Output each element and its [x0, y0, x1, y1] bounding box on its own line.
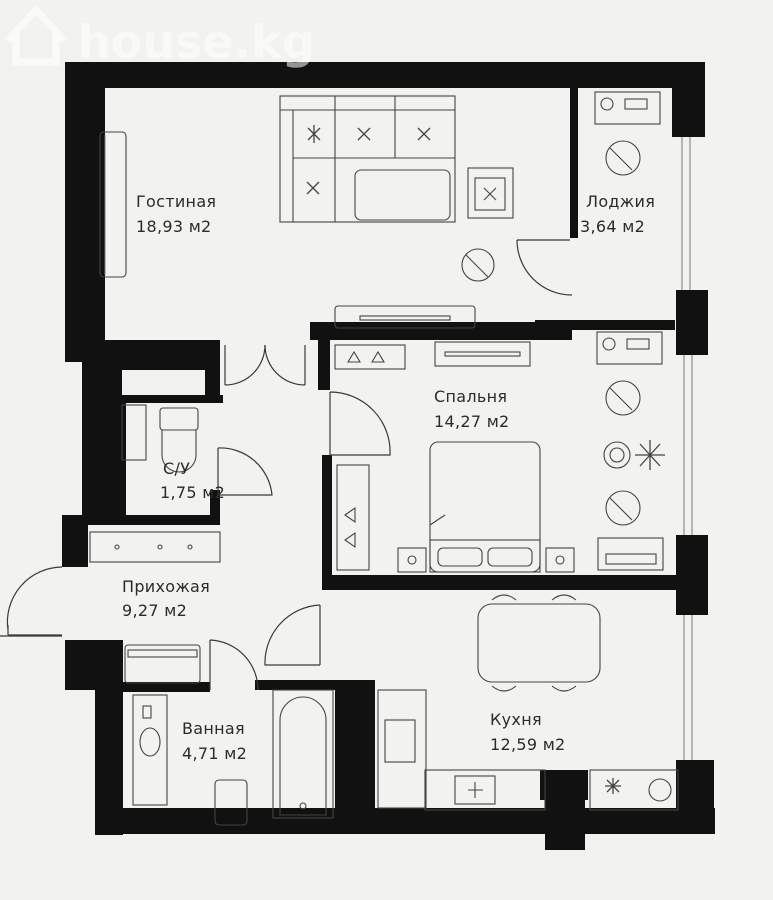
- watermark-text: house.kg: [78, 15, 315, 69]
- plant: [635, 440, 665, 470]
- wc-sink: [121, 404, 147, 461]
- toilet: [161, 430, 197, 473]
- room-name-living: Гостиная: [136, 192, 216, 211]
- radiator: [99, 131, 127, 278]
- bathtub: [272, 689, 334, 819]
- coffee-table: [354, 169, 451, 221]
- dining-table: [477, 603, 601, 683]
- kitchen-counter-left: [377, 689, 427, 809]
- room-area-living: 18,93 м2: [136, 217, 212, 236]
- furniture: [89, 91, 679, 826]
- house-icon: [5, 4, 67, 66]
- room-area-bathroom: 4,71 м2: [182, 744, 247, 763]
- room-labels: Гостиная 18,93 м2 Лоджия 3,64 м2 Спальня…: [122, 192, 655, 763]
- bath-sink: [139, 727, 161, 757]
- hall-bench: [124, 644, 201, 684]
- kitchen-counter-bottom: [424, 769, 546, 811]
- room-name-kitchen: Кухня: [490, 710, 542, 729]
- hall-cabinet: [89, 531, 221, 563]
- loggia-chair: [605, 140, 641, 176]
- room-name-bathroom: Ванная: [182, 719, 245, 738]
- doors: [0, 239, 573, 691]
- tv-stand: [334, 305, 476, 329]
- walls: [62, 62, 715, 850]
- plant-pot: [603, 441, 631, 469]
- bath-cabinet: [132, 694, 168, 806]
- windows: [104, 135, 693, 760]
- room-name-bedroom: Спальня: [434, 387, 507, 406]
- room-name-hall: Прихожая: [122, 577, 210, 596]
- closet: [336, 464, 370, 571]
- room-area-hall: 9,27 м2: [122, 601, 187, 620]
- chair: [461, 248, 495, 282]
- room-area-wc: 1,75 м2: [160, 483, 225, 502]
- wardrobe: [334, 344, 406, 370]
- room-name-wc: С/У: [163, 459, 190, 478]
- washer-2: [596, 331, 663, 365]
- washer: [594, 91, 661, 125]
- watermark: house.kg: [5, 4, 315, 69]
- bedroom-desk: [434, 341, 531, 367]
- armchair: [467, 167, 514, 219]
- room-area-bedroom: 14,27 м2: [434, 412, 510, 431]
- room-area-kitchen: 12,59 м2: [490, 735, 566, 754]
- bath-toilet: [214, 779, 248, 826]
- room-area-loggia: 3,64 м2: [580, 217, 645, 236]
- stove-burner: [648, 778, 672, 802]
- sofa: [279, 95, 456, 223]
- room-name-loggia: Лоджия: [586, 192, 655, 211]
- toilet-tank: [159, 407, 199, 431]
